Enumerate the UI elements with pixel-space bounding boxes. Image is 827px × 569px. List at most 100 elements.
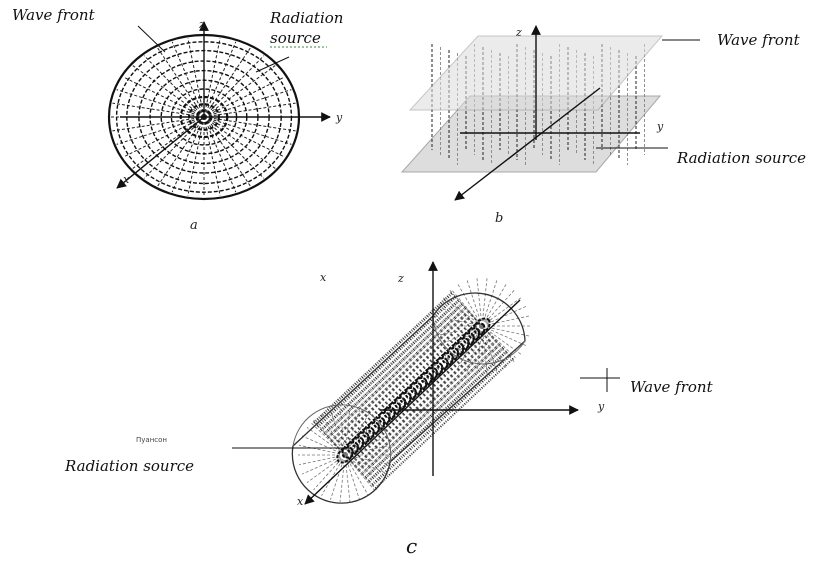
x-axis-arrow <box>304 299 521 505</box>
cap-ray <box>313 454 346 491</box>
core-ring <box>452 337 470 355</box>
wave-front-label: Wave front <box>717 31 801 49</box>
wave-chord <box>335 400 396 472</box>
core-ring <box>362 421 381 439</box>
core-ring <box>410 376 428 395</box>
caption-a: a <box>190 218 198 233</box>
wave-chord <box>359 377 420 449</box>
z-axis-label: z <box>397 272 404 285</box>
radial-ray <box>157 116 205 187</box>
wave-chord <box>404 335 464 407</box>
x-axis-label: x <box>123 173 130 186</box>
core-ring <box>473 317 491 335</box>
cap-ray <box>339 454 346 502</box>
stray-text: Пуансон <box>136 436 167 444</box>
cap-ray <box>306 427 346 456</box>
cap-ray <box>476 278 483 327</box>
panel-a: Wave front Radiation source z y x a <box>12 6 343 233</box>
cap-ray <box>344 427 384 456</box>
cap-ray <box>481 278 488 327</box>
radiation-source-leader <box>255 56 290 73</box>
cap-ray <box>437 306 483 327</box>
cylinder-outline <box>291 292 526 504</box>
core-ring <box>436 352 454 370</box>
core-ring <box>378 406 396 424</box>
cap-ray <box>481 284 507 327</box>
cap-ray <box>306 454 346 483</box>
cap-ray <box>301 435 346 456</box>
core-ring <box>367 416 386 434</box>
radial-ray <box>203 41 237 118</box>
wave-chord <box>328 406 389 478</box>
cylindrical-wave-body <box>298 278 530 502</box>
wave-chord <box>373 364 434 436</box>
core-ring <box>415 372 433 390</box>
cap-ray <box>301 454 346 475</box>
wave-chord <box>397 342 458 414</box>
cap-ray <box>481 297 522 327</box>
core-ring <box>352 431 370 449</box>
wave-chord <box>441 300 502 372</box>
panel-c: Wave front Radiation source x z y x Пуан… <box>64 261 714 558</box>
cap-ray <box>344 454 369 496</box>
radial-ray <box>157 47 205 118</box>
wave-front-leader <box>137 25 166 53</box>
x-axis-label: x <box>297 495 304 508</box>
core-ring <box>341 441 360 459</box>
cap-ray <box>437 325 483 346</box>
cap-ray <box>457 284 483 327</box>
wave-front-label: Wave front <box>630 378 714 396</box>
cap-ray <box>298 444 346 456</box>
radial-ray <box>203 116 237 193</box>
near-end-cap-arc <box>292 404 392 463</box>
wave-front-label: Wave front <box>12 6 96 24</box>
panel-b: Wave front Radiation source z y b <box>400 25 806 226</box>
y-axis-label: y <box>656 120 664 133</box>
cap-ray <box>466 280 483 327</box>
core-ring <box>446 342 465 360</box>
core-ring <box>399 386 417 405</box>
caption-b: b <box>495 211 503 226</box>
x-axis-arrow <box>454 87 601 201</box>
z-axis-label: z <box>515 26 522 39</box>
cap-ray <box>476 325 483 374</box>
z-axis-label: z <box>198 18 205 31</box>
core-ring <box>404 381 423 400</box>
wave-chord <box>325 409 386 481</box>
cap-ray <box>344 454 360 500</box>
radial-ray <box>203 47 251 118</box>
radial-ray <box>203 116 292 145</box>
core-ring <box>462 327 481 345</box>
cap-ray <box>442 297 483 327</box>
radial-ray <box>171 116 205 193</box>
radial-ray <box>171 41 205 118</box>
core-ring <box>457 332 475 350</box>
y-axis-label: y <box>597 400 605 413</box>
wave-chord <box>393 345 454 417</box>
wave-chord <box>339 396 399 468</box>
radiation-source-label: Radiation source <box>64 457 194 475</box>
core-ring <box>336 446 354 464</box>
radiation-source-label: Radiation source <box>676 149 806 167</box>
core-ring <box>357 426 375 444</box>
radial-ray <box>203 116 251 187</box>
wave-chord <box>428 313 488 385</box>
cap-ray <box>313 419 346 456</box>
y-axis-label: y <box>335 111 343 124</box>
far-end-cap-arc <box>432 315 526 365</box>
core-ring <box>373 411 391 429</box>
core-ring <box>441 347 460 365</box>
radiation-source-label-line1: Radiation <box>269 9 343 27</box>
x-axis-arrow <box>116 116 205 189</box>
cap-ray <box>344 454 389 475</box>
cap-ray <box>344 419 377 456</box>
cap-ray <box>481 306 527 327</box>
core-ring <box>346 436 365 454</box>
wave-chord <box>417 322 478 394</box>
radiation-source-label-line2: source <box>270 29 321 47</box>
cap-ray <box>481 325 488 374</box>
wave-chord <box>369 367 430 439</box>
caption-c: c <box>406 534 417 558</box>
wave-chord <box>407 332 468 404</box>
